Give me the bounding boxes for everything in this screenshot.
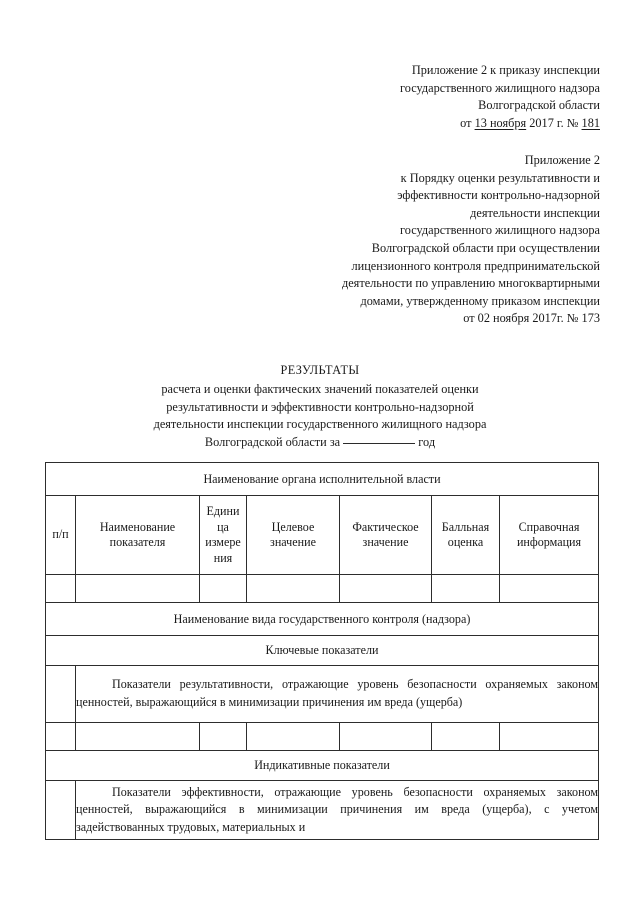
- approval-order-line-2: государственного жилищного надзора: [400, 80, 600, 95]
- order-year-suffix: 2017 г.: [529, 115, 564, 130]
- column-header-name: Наименование показателя: [75, 495, 200, 575]
- column-header-unit-line-1: Едини: [206, 504, 240, 518]
- section-heading-key-indicators: Ключевые показатели: [44, 635, 600, 666]
- reporting-year-suffix: год: [418, 435, 436, 450]
- procedure-line-3: эффективности контрольно-надзорной: [397, 188, 600, 203]
- column-header-name-line-1: Наименование: [99, 519, 176, 534]
- reporting-year-blank[interactable]: [343, 443, 416, 445]
- control-type-banner-cell: Наименование вида государственного контр…: [44, 602, 600, 636]
- approval-block-order: Приложение 2 к приказу инспекции государ…: [300, 62, 600, 132]
- table-row-section-heading-indicative: Индикативные показатели: [44, 750, 600, 781]
- cell-name[interactable]: [75, 722, 200, 751]
- column-header-num-line-1: п/п: [52, 527, 69, 542]
- column-header-fact: Фактическое значение: [339, 495, 432, 575]
- table-row-section-description-key: Показатели результативности, отражающие …: [45, 665, 600, 723]
- procedure-line-9: домами, утвержденному приказом инспекции: [360, 293, 600, 308]
- procedure-line-2: к Порядку оценки результативности и: [400, 170, 600, 185]
- page-title: РЕЗУЛЬТАТЫ: [280, 363, 360, 377]
- table-row-authority-banner: Наименование органа исполнительной власт…: [44, 462, 600, 496]
- column-header-fact-line-2: значение: [362, 535, 409, 549]
- table-header-row: п/п Наименование показателя Едини ца изм…: [45, 495, 600, 575]
- procedure-line-10: от 02 ноября 2017г. № 173: [463, 311, 600, 326]
- procedure-line-4: деятельности инспекции: [470, 205, 600, 220]
- procedure-line-7: лицензионного контроля предпринимательск…: [351, 258, 600, 273]
- subtitle-line-3: деятельности инспекции государственного …: [153, 417, 487, 432]
- cell-fact[interactable]: [339, 574, 432, 603]
- order-number-value: 181: [581, 115, 600, 130]
- procedure-line-5: государственного жилищного надзора: [400, 223, 600, 238]
- column-header-score-line-1: Балльная: [441, 519, 490, 534]
- cell-target[interactable]: [246, 574, 340, 603]
- cell-unit[interactable]: [199, 722, 247, 751]
- column-header-num: п/п: [45, 495, 76, 575]
- cell-info[interactable]: [498, 574, 600, 603]
- cell-num[interactable]: [45, 780, 76, 840]
- column-header-target-line-2: значение: [270, 535, 316, 549]
- cell-num[interactable]: [45, 665, 76, 723]
- approval-order-line-1: Приложение 2 к приказу инспекции: [411, 63, 600, 77]
- cell-score[interactable]: [431, 574, 500, 603]
- table-row-section-heading-key: Ключевые показатели: [44, 635, 600, 666]
- approval-order-date-line: от 13 ноября 2017 г. № 181: [300, 115, 600, 133]
- procedure-line-1: Приложение 2: [524, 153, 600, 167]
- results-table: Наименование органа исполнительной власт…: [44, 462, 600, 840]
- section-description-indicative-indicators: Показатели эффективности, отражающие уро…: [74, 780, 600, 840]
- column-header-target-line-1: Целевое: [271, 519, 315, 534]
- approval-block-procedure: Приложение 2 к Порядку оценки результати…: [270, 152, 600, 328]
- cell-unit[interactable]: [199, 574, 247, 603]
- column-header-fact-line-1: Фактическое: [352, 519, 419, 534]
- approval-order-line-3: Волгоградской области: [478, 98, 600, 113]
- procedure-line-8: деятельности по управлению многоквартирн…: [341, 276, 600, 291]
- column-header-score-line-2: оценка: [447, 535, 484, 549]
- column-header-info-line-1: Справочная: [518, 519, 580, 534]
- column-header-target: Целевое значение: [246, 495, 340, 575]
- authority-banner-cell: Наименование органа исполнительной власт…: [44, 462, 600, 496]
- cell-num[interactable]: [45, 722, 76, 751]
- column-header-unit-line-3: измере: [205, 535, 241, 549]
- cell-fact[interactable]: [339, 722, 432, 751]
- cell-score[interactable]: [431, 722, 500, 751]
- section-heading-indicative-indicators: Индикативные показатели: [44, 750, 600, 781]
- table-row[interactable]: [45, 722, 600, 751]
- order-date-value: 13 ноября: [474, 115, 527, 130]
- reporting-year-prefix: Волгоградской области за: [204, 435, 341, 450]
- cell-name[interactable]: [75, 574, 200, 603]
- column-header-info: Справочная информация: [498, 495, 600, 575]
- subtitle-line-1: расчета и оценки фактических значений по…: [161, 381, 479, 396]
- table-row-section-description-indicative: Показатели эффективности, отражающие уро…: [45, 780, 600, 840]
- table-row-control-type-banner: Наименование вида государственного контр…: [44, 602, 600, 636]
- cell-info[interactable]: [498, 722, 600, 751]
- reporting-year-line: Волгоградской области за год: [60, 434, 580, 452]
- column-header-unit-line-4: ния: [213, 550, 233, 565]
- subtitle-line-2: результативности и эффективности контрол…: [166, 399, 474, 414]
- document-title-area: РЕЗУЛЬТАТЫ расчета и оценки фактических …: [60, 362, 580, 452]
- cell-target[interactable]: [246, 722, 340, 751]
- section-description-key-indicators: Показатели результативности, отражающие …: [74, 665, 600, 723]
- cell-num[interactable]: [45, 574, 76, 603]
- column-header-info-line-2: информация: [516, 535, 582, 549]
- column-header-score: Балльная оценка: [431, 495, 500, 575]
- column-header-name-line-2: показателя: [109, 535, 166, 549]
- date-prefix: от: [460, 115, 472, 130]
- column-header-unit-line-2: ца: [217, 519, 229, 534]
- column-header-unit: Едини ца измере ния: [199, 495, 247, 575]
- table-row[interactable]: [45, 574, 600, 603]
- procedure-line-6: Волгоградской области при осуществлении: [371, 240, 600, 255]
- order-number-label: №: [566, 115, 579, 130]
